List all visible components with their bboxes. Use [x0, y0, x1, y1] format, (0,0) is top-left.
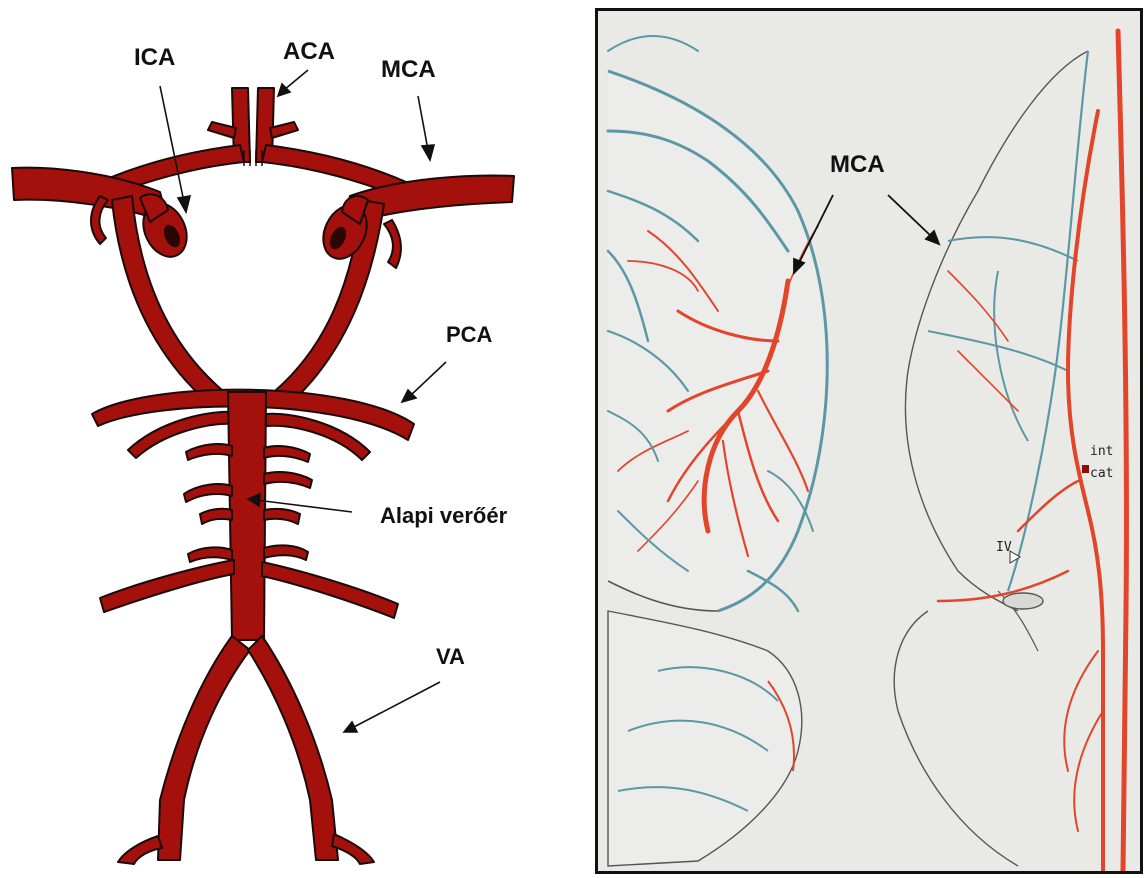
label-int: int: [1090, 445, 1113, 458]
label-mca-right: MCA: [830, 153, 885, 177]
label-basilar: Alapi verőér: [380, 505, 507, 527]
arrow-mca: [418, 96, 428, 150]
arrow-aca: [284, 70, 308, 90]
anatomical-illustration: MCA int cat IV: [595, 8, 1143, 874]
label-cat: cat: [1090, 467, 1113, 480]
label-mca-left: MCA: [381, 58, 436, 82]
brain-vessels-drawing: [598, 11, 1140, 871]
arrow-pca: [410, 362, 446, 396]
aca-left-branch: [208, 122, 236, 138]
arrow-va: [352, 682, 440, 728]
aca-right-branch: [270, 122, 298, 138]
aica-left: [100, 560, 234, 612]
label-roman-iv: IV: [996, 541, 1012, 554]
arrow-mca-right-2: [888, 195, 932, 237]
mca-right-branch: [384, 220, 401, 268]
label-va: VA: [436, 646, 465, 668]
label-aca: ACA: [283, 40, 335, 64]
label-ica: ICA: [134, 46, 175, 70]
arrow-ica: [160, 86, 184, 202]
circle-of-willis-diagram: [0, 0, 590, 878]
va-left: [158, 636, 250, 860]
aica-right: [262, 562, 398, 618]
basilar-trunk: [228, 392, 266, 640]
va-right: [248, 636, 338, 860]
label-pca: PCA: [446, 324, 492, 346]
